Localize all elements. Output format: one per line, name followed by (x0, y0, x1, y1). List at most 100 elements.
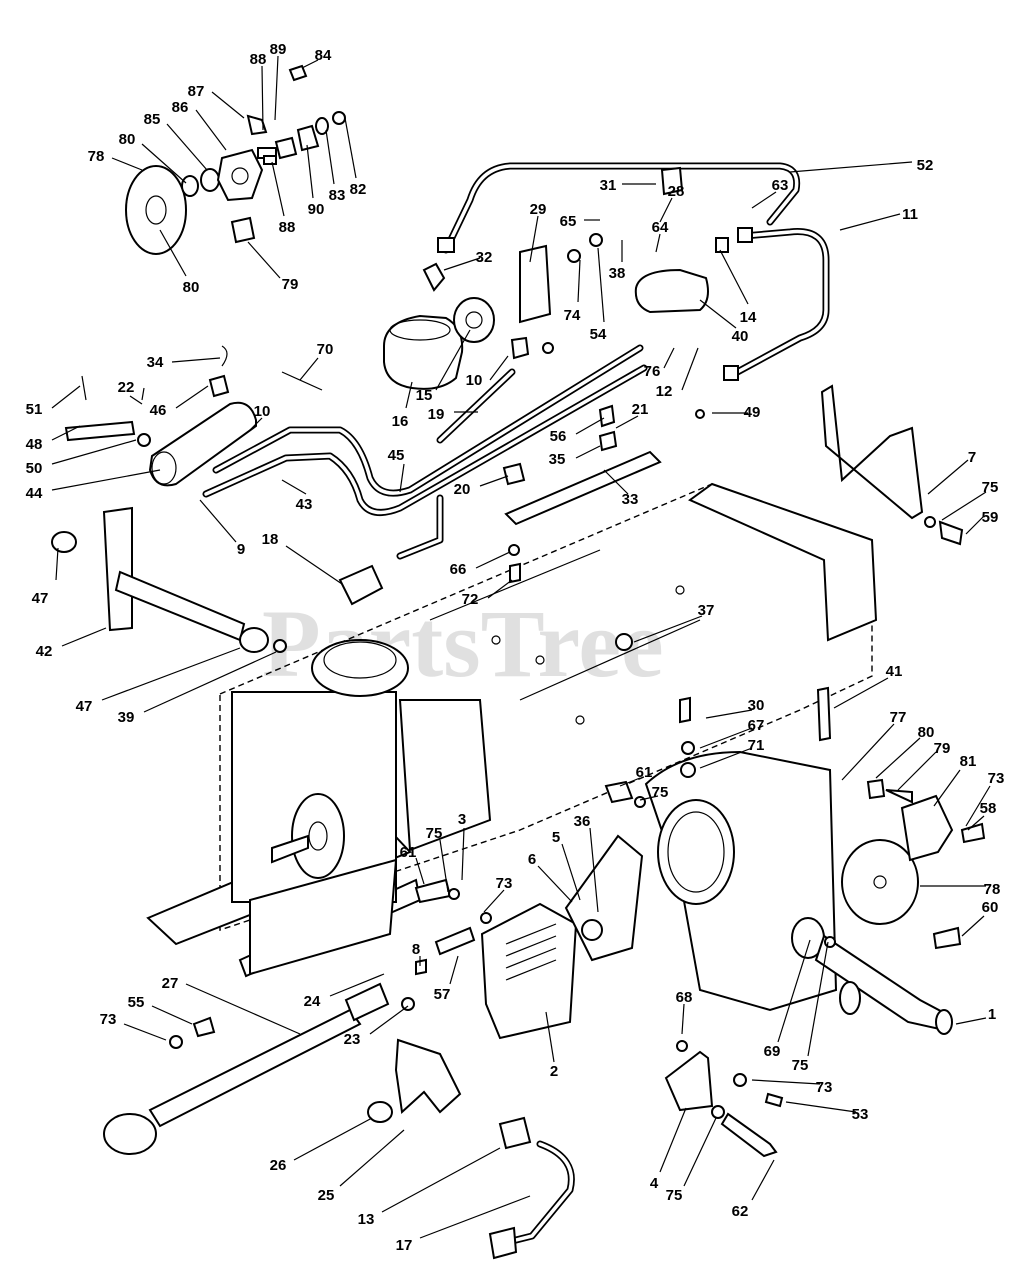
part-callout-47: 47 (32, 590, 49, 607)
callout-leader-85 (166, 123, 208, 171)
part-callout-34: 34 (147, 354, 164, 371)
part-callout-24: 24 (304, 993, 321, 1010)
callout-leader-5 (561, 843, 581, 901)
callout-leader-50 (51, 439, 137, 465)
hydraulic-pump-front (367, 834, 644, 1123)
callout-leader-18 (285, 545, 343, 585)
callout-leader-73 (751, 1079, 821, 1085)
callout-leader-55 (151, 1005, 193, 1025)
part-callout-11: 11 (902, 206, 918, 223)
part-callout-67: 67 (748, 717, 765, 734)
part-callout-88: 88 (279, 219, 296, 236)
part-callout-78: 78 (984, 881, 1001, 898)
part-callout-79: 79 (282, 276, 299, 293)
part-callout-5: 5 (552, 829, 560, 846)
part-callout-23: 23 (344, 1031, 361, 1048)
callout-leader-39 (143, 651, 277, 713)
callout-leader-90 (306, 144, 314, 199)
callout-leader-51 (51, 385, 81, 409)
callout-leader-63 (751, 191, 777, 209)
part-callout-75: 75 (982, 479, 999, 496)
part-callout-15: 15 (416, 387, 433, 404)
callout-leader-80 (875, 737, 921, 779)
part-callout-86: 86 (172, 99, 189, 116)
callout-leader-81 (933, 769, 961, 807)
part-callout-61: 61 (636, 764, 653, 781)
callout-leader-4 (659, 1107, 687, 1173)
part-callout-40: 40 (732, 328, 749, 345)
part-callout-22: 22 (118, 379, 135, 396)
callout-leader-34 (171, 357, 221, 363)
callout-leader-75 (941, 491, 987, 521)
callout-leader-47 (55, 547, 59, 581)
part-callout-87: 87 (188, 83, 205, 100)
part-callout-75: 75 (426, 825, 443, 842)
callout-leader-7 (927, 459, 969, 495)
callout-leader-72 (487, 579, 513, 599)
part-callout-77: 77 (890, 709, 907, 726)
callout-leader-37 (633, 615, 703, 643)
spacer-20 (502, 462, 526, 486)
callout-leader-29 (529, 215, 539, 263)
part-callout-28: 28 (668, 183, 685, 200)
callout-leader-71 (699, 747, 753, 769)
part-callout-36: 36 (574, 813, 591, 830)
callout-leader-70 (299, 357, 319, 381)
part-callout-10: 10 (466, 372, 483, 389)
callout-leader-79 (247, 241, 281, 279)
part-callout-31: 31 (600, 177, 617, 194)
callout-leader-68 (681, 1003, 685, 1035)
part-callout-48: 48 (26, 436, 43, 453)
callout-leader-83 (325, 129, 335, 185)
part-callout-51: 51 (26, 401, 43, 418)
callout-leader-89 (274, 55, 279, 121)
callout-leader-73 (965, 785, 991, 827)
part-callout-56: 56 (550, 428, 567, 445)
part-callout-12: 12 (656, 383, 673, 400)
part-callout-65: 65 (560, 213, 577, 230)
callout-leader-36 (589, 827, 599, 913)
part-callout-68: 68 (676, 989, 693, 1006)
callout-leader-45 (399, 463, 405, 493)
part-callout-39: 39 (118, 709, 135, 726)
callout-leader-14 (719, 249, 749, 305)
callout-leader-17 (419, 1195, 531, 1239)
callout-leader-59 (965, 515, 985, 535)
lift-cylinder-group (64, 345, 323, 487)
part-callout-19: 19 (428, 406, 445, 423)
callout-leader-25 (339, 1129, 405, 1187)
callout-leader-75 (439, 839, 449, 893)
callout-leader-20 (479, 475, 509, 487)
callout-leader-26 (293, 1117, 373, 1161)
part-callout-44: 44 (26, 485, 43, 502)
part-callout-71: 71 (748, 737, 765, 754)
transmission-housing (644, 686, 954, 1035)
strap-33 (504, 450, 662, 526)
part-callout-26: 26 (270, 1157, 287, 1174)
part-callout-46: 46 (150, 402, 167, 419)
part-callout-10: 10 (254, 403, 271, 420)
drive-shaft (103, 982, 415, 1155)
callout-leader-27 (185, 983, 301, 1035)
callout-leader-77 (841, 723, 895, 781)
part-callout-49: 49 (744, 404, 761, 421)
part-callout-66: 66 (450, 561, 467, 578)
callout-leader-24 (329, 973, 385, 997)
callout-leader-11 (839, 213, 901, 231)
part-callout-1: 1 (988, 1006, 996, 1023)
oil-filter-group (383, 166, 729, 390)
part-callout-73: 73 (496, 875, 513, 892)
part-callout-54: 54 (590, 326, 607, 343)
callout-leader-35 (575, 445, 601, 459)
part-callout-14: 14 (740, 309, 757, 326)
callout-leader-75 (639, 795, 659, 801)
part-callout-83: 83 (329, 187, 346, 204)
callout-leader-75 (683, 1117, 717, 1187)
part-callout-90: 90 (308, 201, 325, 218)
part-callout-32: 32 (476, 249, 493, 266)
part-callout-16: 16 (392, 413, 409, 430)
part-callout-6: 6 (528, 851, 536, 868)
callout-leader-21 (615, 415, 639, 429)
